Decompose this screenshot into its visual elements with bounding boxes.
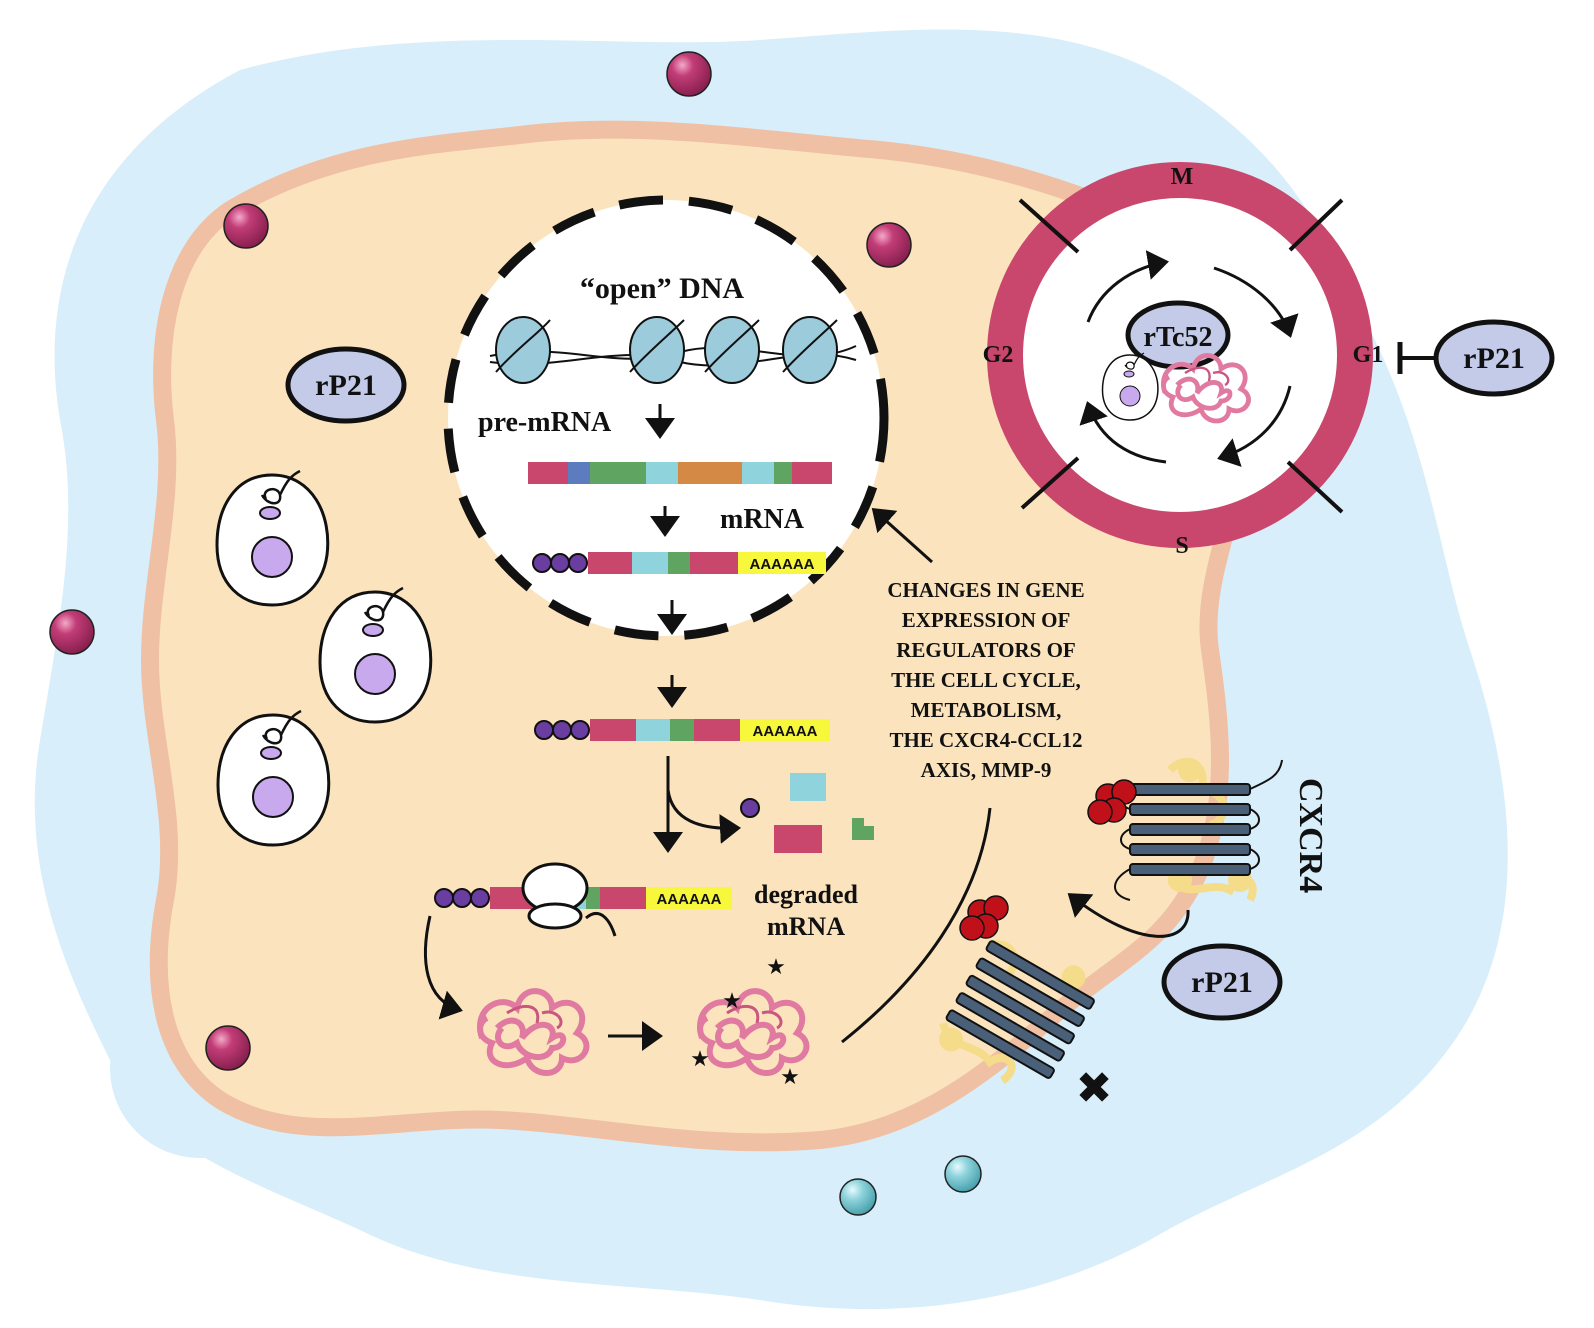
extracellular-vesicle xyxy=(1205,1015,1345,1155)
rtc52-label: rTc52 xyxy=(1144,322,1213,353)
pre-mrna-label: pre-mRNA xyxy=(478,407,612,438)
degraded-label: degraded xyxy=(754,880,859,909)
star-icon: ★ xyxy=(766,954,786,979)
amastigote xyxy=(318,586,433,724)
changes-line: CHANGES IN GENE xyxy=(887,578,1084,602)
changes-line: AXIS, MMP-9 xyxy=(921,758,1052,782)
ligand-sphere-teal xyxy=(839,1178,877,1216)
poly-a-tail: AAAAAA xyxy=(657,891,722,908)
rp21-label: rP21 xyxy=(1463,342,1525,375)
ribosome xyxy=(521,862,589,930)
mrna-cytoplasm: AAAAAA xyxy=(534,719,830,741)
cxcr4-receptor: CXCR4 xyxy=(1087,757,1329,902)
translating-mrna: AAAAAA xyxy=(434,862,732,937)
ligand-sphere-teal xyxy=(944,1155,982,1193)
connector-line xyxy=(841,807,992,1044)
rp21-label: rP21 xyxy=(315,369,377,402)
arrow-icon xyxy=(871,507,934,564)
open-dna-label: “open” DNA xyxy=(580,272,745,305)
poly-a-tail: AAAAAA xyxy=(753,723,818,740)
open-dna xyxy=(489,316,857,384)
arrow-icon xyxy=(1086,250,1169,323)
star-icon: ★ xyxy=(722,988,742,1013)
phase-s-label: S xyxy=(1175,533,1188,559)
nucleosome xyxy=(782,316,838,384)
ligand-sphere xyxy=(223,203,269,249)
phase-g1-label: G1 xyxy=(1353,342,1384,368)
changes-line: THE CELL CYCLE, xyxy=(891,668,1081,692)
ligand-sphere xyxy=(666,51,712,97)
changes-line: METABOLISM, xyxy=(911,698,1062,722)
changes-line: REGULATORS OF xyxy=(896,638,1076,662)
phase-g2-label: G2 xyxy=(983,342,1014,368)
degraded-mrna-fragments xyxy=(740,773,874,853)
amastigote xyxy=(216,709,331,847)
changes-text-block: CHANGES IN GENE EXPRESSION OF REGULATORS… xyxy=(887,578,1084,782)
changes-line: THE CXCR4-CCL12 xyxy=(889,728,1082,752)
cxcr4-blocked xyxy=(939,940,1095,1084)
degraded-mrna-label: mRNA xyxy=(767,912,845,941)
ligand-sphere xyxy=(205,1025,251,1071)
cell-cycle: M G1 S G2 rTc52 xyxy=(983,162,1384,559)
ligand-sphere xyxy=(866,222,912,268)
rp21-cytoplasm: rP21 xyxy=(285,346,407,424)
amastigote xyxy=(215,469,330,607)
pre-mrna-bar xyxy=(528,462,832,484)
star-icon: ★ xyxy=(690,1046,710,1071)
poly-a-tail: AAAAAA xyxy=(750,556,815,573)
arrow-icon xyxy=(1067,893,1190,938)
mrna-in-nucleus: AAAAAA xyxy=(532,552,826,574)
cxcr4-label: CXCR4 xyxy=(1292,778,1329,893)
arrow-icon xyxy=(666,789,741,844)
ligand-sphere xyxy=(49,609,95,655)
arrow-icon xyxy=(1213,266,1299,338)
star-icon: ★ ★ ★ ★ xyxy=(690,954,800,1089)
arrow-icon xyxy=(1217,385,1292,467)
nucleosome xyxy=(629,316,685,384)
rp21-label: rP21 xyxy=(1191,966,1253,999)
rp21-inhibitor: rP21 xyxy=(1397,319,1555,397)
close-x-icon: ✖ xyxy=(1076,1063,1113,1114)
nucleosome xyxy=(495,316,551,384)
changes-line: EXPRESSION OF xyxy=(902,608,1071,632)
phase-m-label: M xyxy=(1171,164,1194,190)
rp21-cxcr4: rP21 xyxy=(1161,943,1283,1021)
nucleosome xyxy=(704,316,760,384)
arrow-icon xyxy=(424,915,463,1020)
star-icon: ★ xyxy=(780,1064,800,1089)
mrna-label: mRNA xyxy=(720,504,805,535)
arrow-icon xyxy=(1079,401,1167,464)
amastigote xyxy=(1101,352,1159,421)
ccl12-cluster xyxy=(959,895,1009,941)
